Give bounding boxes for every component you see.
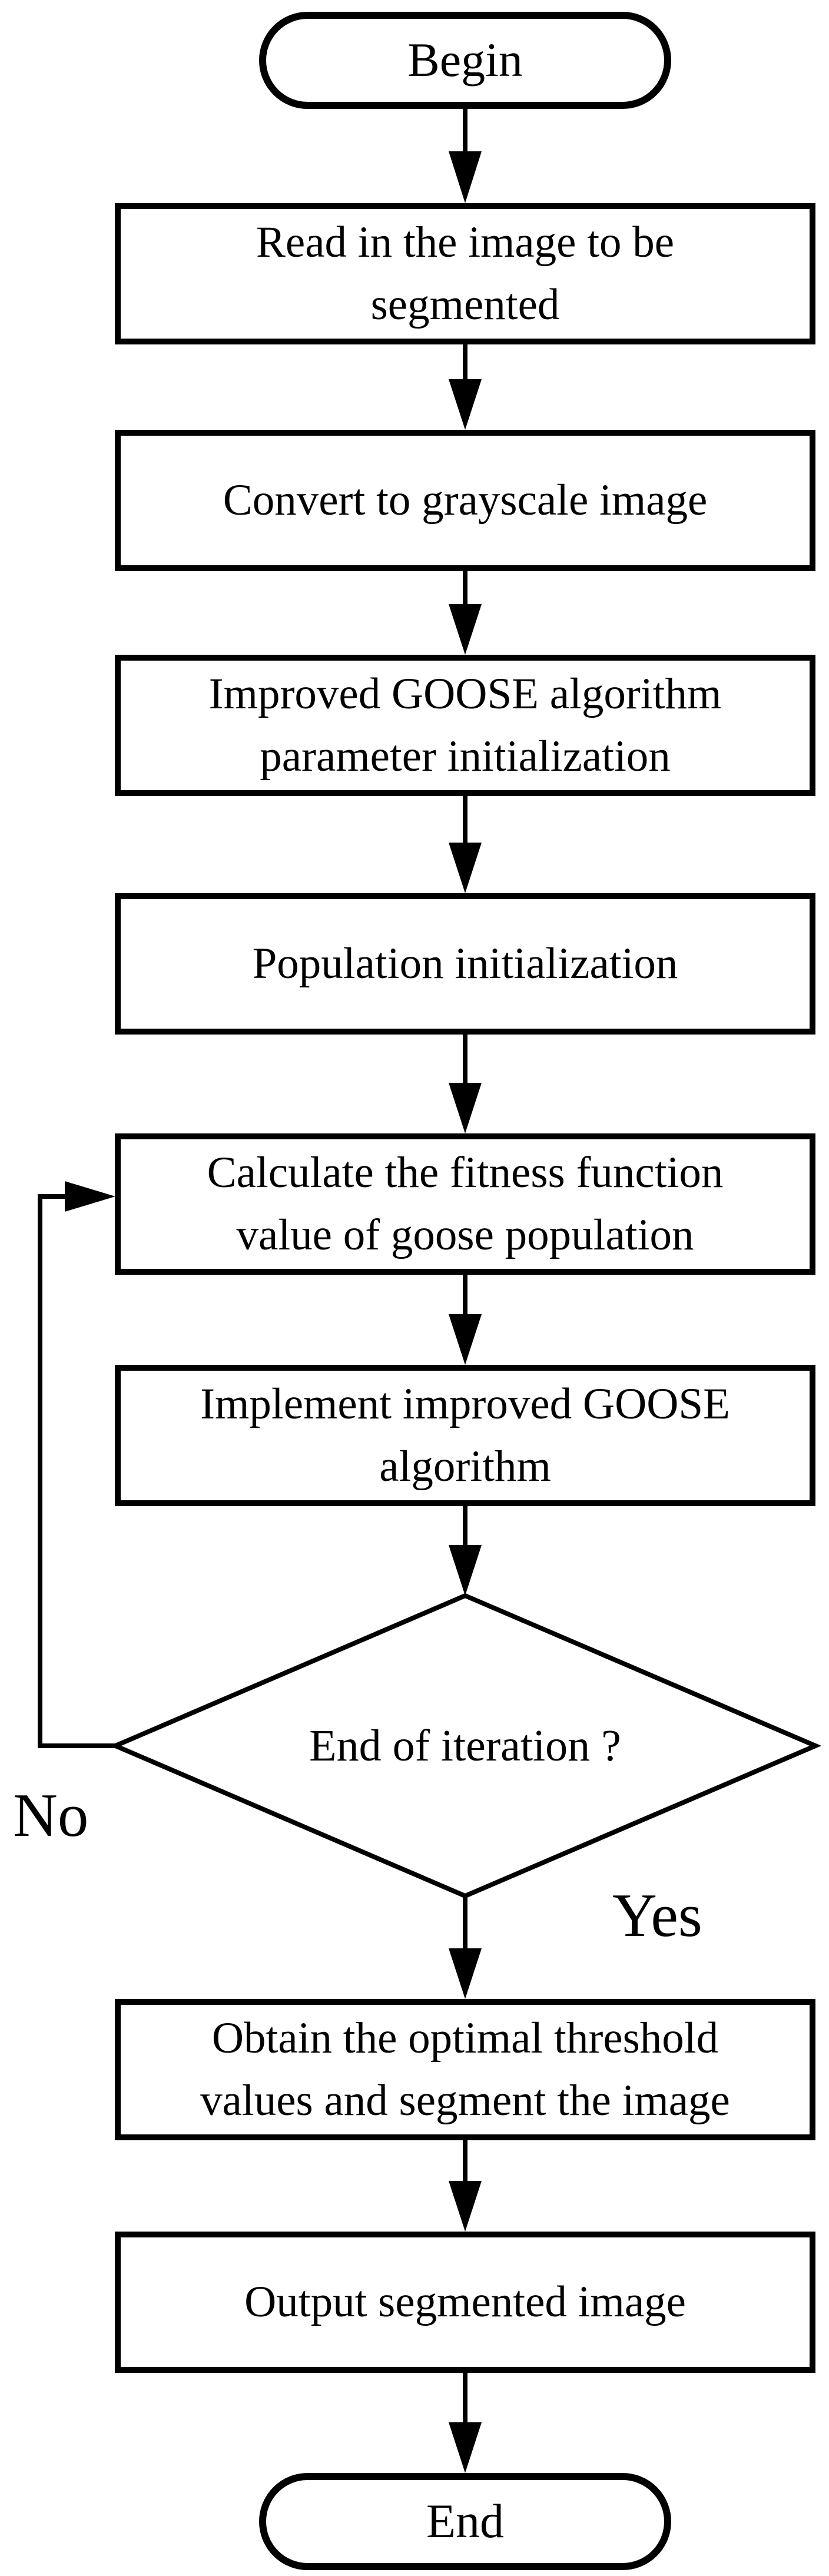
edge-fitness-to-implement xyxy=(449,1275,482,1365)
node-calc-fitness: Calculate the fitness function value of … xyxy=(115,1133,815,1275)
edge-yes-decision-to-threshold xyxy=(449,1896,482,1999)
edge-label-yes: Yes xyxy=(612,1884,702,1946)
node-population-init-label: Population initialization xyxy=(252,939,678,988)
node-end-of-iteration: End of iteration ? xyxy=(171,1702,760,1790)
edge-label-no-text: No xyxy=(13,1781,89,1849)
node-implement-goose-label: Implement improved GOOSE algorithm xyxy=(200,1379,730,1491)
node-calc-fitness-label: Calculate the fitness function value of … xyxy=(207,1148,724,1260)
edge-label-no: No xyxy=(13,1784,88,1846)
node-end-of-iteration-label: End of iteration ? xyxy=(309,1720,621,1771)
node-output-segmented: Output segmented image xyxy=(115,2232,815,2373)
edge-label-yes-text: Yes xyxy=(612,1881,702,1950)
node-output-segmented-label: Output segmented image xyxy=(244,2277,686,2326)
edge-implement-to-decision xyxy=(449,1506,482,1596)
edge-begin-to-read xyxy=(449,109,482,203)
node-convert-grayscale-label: Convert to grayscale image xyxy=(223,475,708,525)
node-goose-param-init-label: Improved GOOSE algorithm parameter initi… xyxy=(208,669,722,781)
edge-popinit-to-fitness xyxy=(449,1035,482,1133)
node-read-image: Read in the image to be segmented xyxy=(115,203,815,344)
edge-grayscale-to-paraminit xyxy=(449,571,482,655)
edge-output-to-end xyxy=(449,2373,482,2473)
node-obtain-threshold: Obtain the optimal threshold values and … xyxy=(115,1999,815,2140)
node-end-label: End xyxy=(426,2494,505,2548)
edge-no-loop xyxy=(38,1181,115,1748)
node-begin-label: Begin xyxy=(407,33,523,87)
node-implement-goose: Implement improved GOOSE algorithm xyxy=(115,1365,815,1506)
edge-threshold-to-output xyxy=(449,2140,482,2232)
node-population-init: Population initialization xyxy=(115,893,815,1035)
edge-paraminit-to-popinit xyxy=(449,796,482,893)
node-convert-grayscale: Convert to grayscale image xyxy=(115,430,815,571)
node-read-image-label: Read in the image to be segmented xyxy=(256,217,675,330)
node-begin: Begin xyxy=(259,12,671,109)
node-end: End xyxy=(259,2473,671,2570)
node-goose-param-init: Improved GOOSE algorithm parameter initi… xyxy=(115,655,815,796)
edge-read-to-grayscale xyxy=(449,344,482,430)
node-obtain-threshold-label: Obtain the optimal threshold values and … xyxy=(200,2013,730,2126)
